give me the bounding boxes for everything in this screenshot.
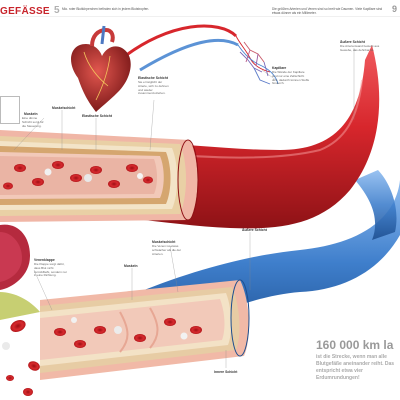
label-capillary-desc: Die Wände der Kapillare sind nur eine Ze… <box>272 70 310 86</box>
loose-blood-cells <box>2 319 40 396</box>
leader-lines <box>13 48 355 368</box>
red-blood-cells-artery <box>3 161 153 190</box>
label-muscles-desc: Eine dünne Schicht sorgt für die Steueru… <box>22 116 44 128</box>
label-muscle-layer-top: Muskelschicht <box>52 106 76 110</box>
side-note-box <box>0 96 20 124</box>
label-inner-layer: Innere Schicht <box>214 370 238 374</box>
section-title: GEFÄSSE <box>0 6 50 17</box>
fact-number-five: 5 <box>54 5 60 16</box>
label-muscle-layer-bottom-desc: Die Venen ist etwas schwächer als die de… <box>152 244 182 256</box>
fact-headline: 160 000 km la <box>316 338 394 352</box>
label-elastic-layer-desc-title: Elastische Schicht <box>138 76 168 80</box>
artery-small <box>119 24 238 62</box>
label-muscles-bottom: Muskeln <box>124 264 138 268</box>
fact-vessel-size-text: Die größten Arterien und Venen sind so b… <box>272 7 383 15</box>
label-outer-layer-mid: Äußere Schicht <box>242 228 267 232</box>
label-elastic-layer: Elastische Schicht <box>82 114 112 118</box>
vein-loop <box>355 170 397 240</box>
label-outer-layer-top-desc: Die Arterienwand besteht aus Gewebe, das… <box>340 44 380 52</box>
page-number: 9 <box>392 4 398 14</box>
label-muscle-layer-bottom: Muskelschicht <box>152 240 176 244</box>
label-venous-valve-desc: Die Klappe sorgt dafür, dass Blut nicht … <box>34 262 68 278</box>
label-outer-layer-top: Äußere Schicht <box>340 40 365 44</box>
artery-cross-section <box>0 130 198 222</box>
label-elastic-layer-desc: Sie ermöglicht der Arterie, sich zu dehn… <box>138 80 169 96</box>
fact-red-cells-text: Mio. roter Blutkörperchen befinden sich … <box>62 7 150 11</box>
vein-cross-section <box>40 279 250 380</box>
tissue-patch <box>0 224 40 320</box>
red-blood-cells-vein <box>54 317 202 348</box>
heart-illustration <box>71 25 131 112</box>
fact-description: ist die Strecke, wenn man alle Blutgefäß… <box>316 354 395 381</box>
label-venous-valve: Venenklappe <box>34 258 55 262</box>
label-capillary: Kapillare <box>272 66 287 70</box>
label-muscles: Muskeln <box>24 112 38 116</box>
vein-small <box>139 38 239 72</box>
